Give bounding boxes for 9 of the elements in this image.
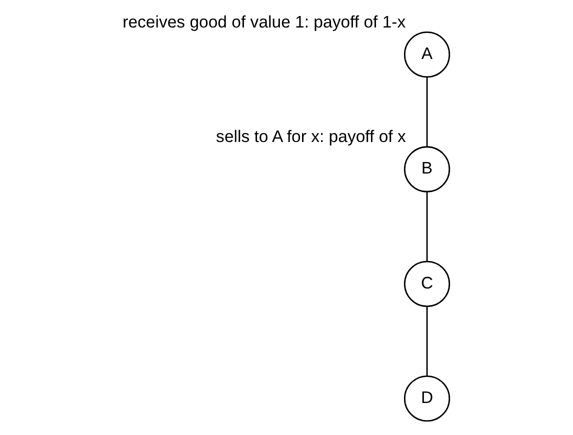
node-circle: D xyxy=(404,376,450,422)
connector xyxy=(426,192,428,262)
node-circle: A xyxy=(404,32,450,78)
node-circle: C xyxy=(404,260,450,307)
connector xyxy=(426,306,428,376)
node-circle: B xyxy=(404,146,450,192)
node-label: receives good of value 1: payoff of 1-x xyxy=(122,12,406,32)
node-label: sells to A for x: payoff of x xyxy=(216,127,406,146)
connector xyxy=(426,77,428,147)
